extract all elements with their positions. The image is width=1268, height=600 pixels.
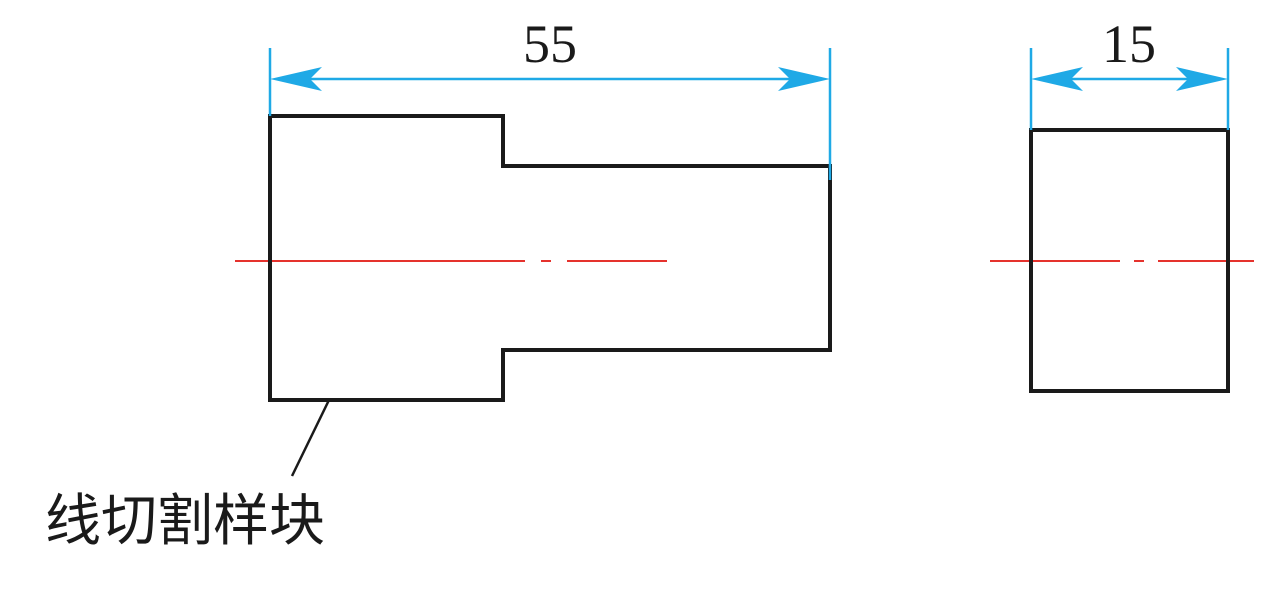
side-view-outline — [1029, 128, 1230, 393]
arrow-right-icon — [1176, 67, 1228, 91]
dimension-value-15: 15 — [1102, 14, 1156, 74]
front-view: 55 — [235, 14, 875, 477]
side-view: 15 — [990, 14, 1254, 393]
arrow-right-icon — [778, 67, 830, 91]
leader-line — [290, 399, 331, 477]
dimension-55: 55 — [268, 14, 832, 180]
dimension-value-55: 55 — [523, 14, 577, 74]
arrow-left-icon — [270, 67, 322, 91]
front-view-outline — [268, 114, 832, 402]
arrow-left-icon — [1031, 67, 1083, 91]
dimension-15: 15 — [1029, 14, 1230, 130]
part-label: 线切割样块 — [45, 489, 325, 554]
